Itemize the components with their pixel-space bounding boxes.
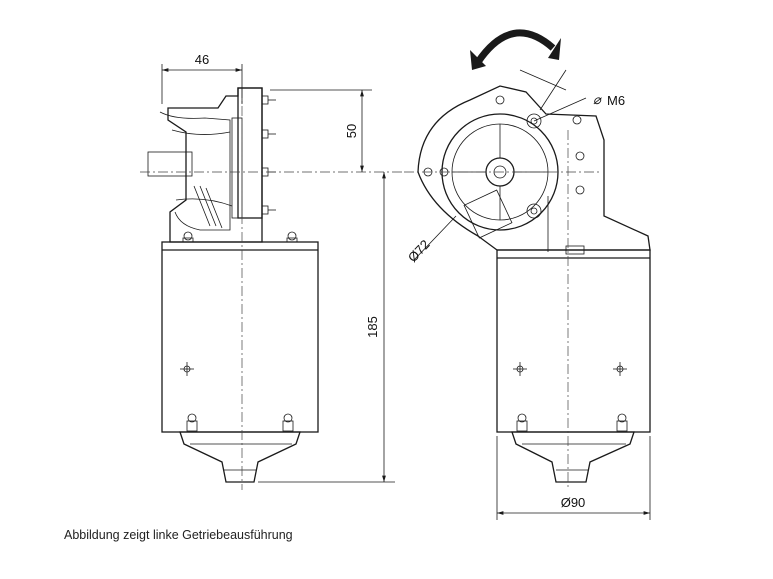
figure-caption: Abbildung zeigt linke Getriebeausführung (64, 528, 293, 542)
dim-50-label: 50 (344, 124, 359, 138)
svg-text:⌀: ⌀ (593, 92, 602, 107)
dim-m6-label: M6 (607, 93, 625, 108)
side-motor-housing (161, 241, 319, 433)
dim-185: 185 (258, 172, 395, 483)
dim-185-label: 185 (365, 316, 380, 338)
front-end-cap (511, 431, 635, 483)
front-gearbox (417, 85, 651, 251)
side-screws (182, 231, 298, 432)
dim-m6: ⌀ M6 (519, 69, 625, 122)
side-end-cap (179, 431, 301, 483)
dim-90: Ø90 (496, 436, 651, 520)
front-motor-housing (496, 249, 651, 433)
side-view (147, 87, 319, 483)
dim-50: 50 (270, 89, 372, 172)
dim-90-label: Ø90 (561, 495, 586, 510)
dim-46: 46 (161, 52, 243, 104)
dim-46-label: 46 (195, 52, 209, 67)
rotation-arrow-icon (475, 29, 556, 64)
dim-72-label: Ø72 (405, 237, 433, 265)
side-gearbox (167, 87, 263, 243)
dim-72: Ø72 (405, 215, 457, 265)
front-view (417, 29, 651, 483)
